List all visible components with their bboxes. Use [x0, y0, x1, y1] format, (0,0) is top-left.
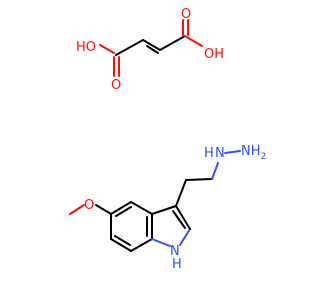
indole-nitrogen-label: N — [170, 244, 180, 259]
methoxy-oxygen-label: O — [84, 198, 94, 213]
hydroxyl-label-left: HO — [76, 40, 96, 55]
bond-c2-c3 — [175, 205, 191, 230]
amino-group-nh: NH — [241, 144, 261, 159]
bond-c7-c6-inner — [114, 235, 131, 246]
bond-c5-c4-inner — [115, 206, 132, 217]
carbonyl-oxygen-label-right: O — [181, 7, 191, 22]
bond-c4-c3a — [130, 201, 153, 215]
indole-hydrogen-label: H — [172, 257, 182, 272]
bond-c7a-c7 — [130, 238, 153, 252]
carbonyl-oxygen-label-left: O — [111, 78, 121, 93]
bond-cb-n — [211, 162, 219, 180]
hydrazine-nitrogen-label: N — [215, 146, 225, 161]
bond-c1-c2 — [115, 39, 144, 56]
bond-ca-cb — [185, 178, 213, 181]
hydrazine-hydrogen-label: H — [204, 146, 214, 161]
bond-ho-c1 — [99, 44, 115, 54]
bond-c2-c3-inner — [172, 210, 186, 229]
bond-c7a-n1 — [151, 238, 171, 247]
hydroxyl-label-right: OH — [204, 47, 224, 62]
amino-group-subscript: 2 — [261, 152, 267, 162]
bond-o-ch3 — [69, 204, 85, 215]
bond-c2-c3-inner — [146, 45, 159, 54]
bond-c5-o — [95, 204, 112, 215]
bond-n1-c2 — [179, 228, 191, 246]
amino-group-label: NH2 — [241, 144, 266, 162]
bond-c3-ca — [175, 179, 187, 207]
bond-c2-c3 — [142, 39, 161, 51]
bond-c5-c4 — [110, 201, 132, 215]
bond-c3-c3a — [151, 205, 177, 215]
structure-diagram: HO O OH O O N H N H NH2 — [69, 7, 266, 272]
bond-c3-c4 — [159, 35, 186, 51]
indole-fragment: O N H N H NH2 — [69, 144, 266, 272]
bond-c7-c6 — [110, 238, 132, 252]
acid-fragment: HO O OH O — [76, 7, 224, 93]
bond-n-n — [224, 150, 241, 154]
bond-c4-oh — [184, 35, 203, 47]
